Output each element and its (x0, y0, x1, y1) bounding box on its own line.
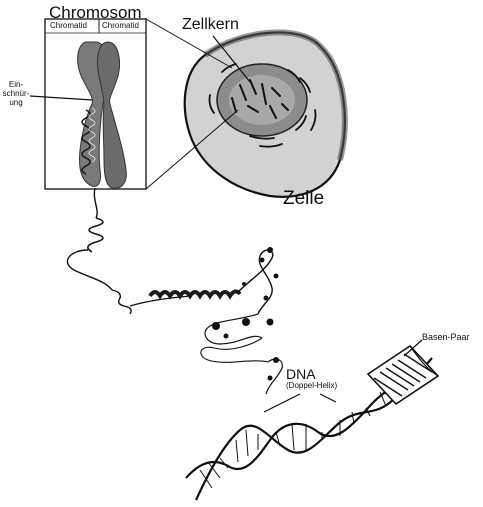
chromatid-left-label: Chromatid (50, 22, 87, 30)
dna-sublabel: (Doppel-Helix) (286, 382, 337, 390)
cell (185, 32, 345, 196)
zellkern-label: Zellkern (182, 17, 239, 33)
dna-pointer-left (264, 394, 300, 412)
chromatid-right-label: Chromatid (102, 22, 139, 30)
basen-paar-label: Basen-Paar (422, 333, 470, 342)
dna-pointer-right (320, 394, 336, 402)
chromosome-shape (78, 42, 127, 188)
zelle-label: Zelle (283, 189, 324, 208)
einschnuerung-pointer (30, 96, 92, 100)
chromatin-strand (67, 188, 282, 394)
dna-label: DNA (286, 367, 316, 381)
chromosom-label: Chromosom (49, 4, 142, 21)
einschnuerung-label: Ein-schnür-ung (2, 80, 30, 108)
